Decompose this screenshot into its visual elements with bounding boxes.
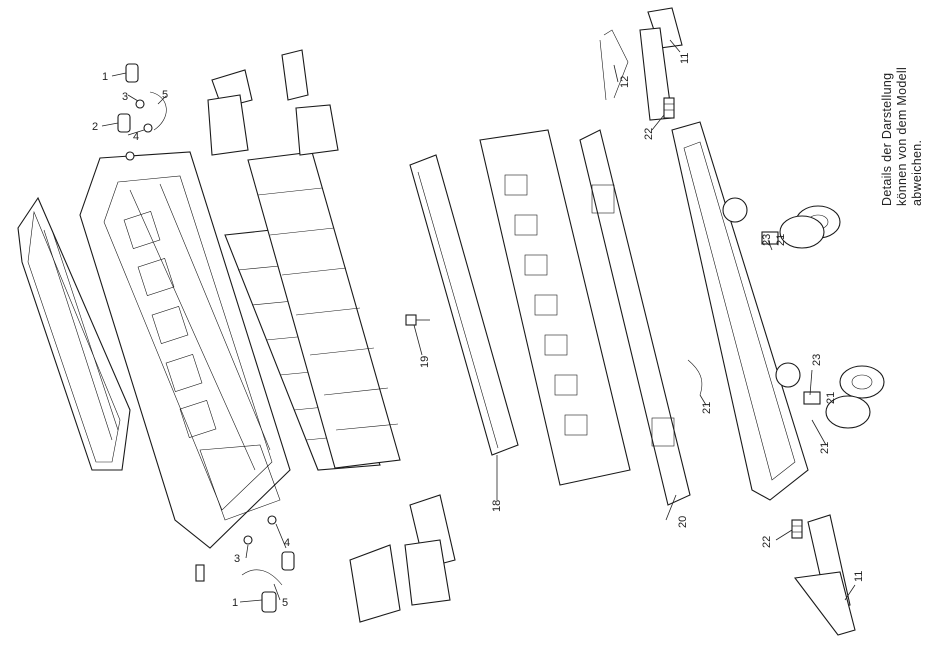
screw-part	[406, 315, 430, 325]
clip-part	[688, 360, 702, 395]
note-line-1: Details der Darstellung	[880, 73, 894, 206]
label-5-bottom: 5	[282, 597, 288, 609]
cab-top-part	[208, 50, 338, 155]
chassis-frame	[672, 122, 808, 500]
label-3-bottom: 3	[234, 553, 240, 565]
label-18: 18	[491, 500, 503, 512]
small-parts-top	[118, 64, 166, 160]
note-line-3: abweichen.	[910, 140, 924, 206]
label-22-top: 22	[643, 128, 655, 140]
wheelset-lower	[804, 366, 884, 428]
label-3-top: 3	[122, 91, 128, 103]
label-12: 12	[619, 76, 631, 88]
label-4-bottom: 4	[284, 537, 290, 549]
label-11-bottom: 11	[853, 571, 865, 582]
note-line-2: können von dem Modell	[895, 67, 909, 206]
disclaimer-note: Details der Darstellung können von dem M…	[880, 67, 924, 206]
label-21-right: 21	[825, 392, 837, 404]
label-2: 2	[92, 121, 98, 133]
coupler-bottom	[795, 515, 855, 635]
label-22-bottom: 22	[761, 536, 773, 548]
cab-bottom-part	[350, 495, 455, 622]
label-21-bottom: 21	[819, 442, 831, 454]
label-20: 20	[677, 516, 689, 528]
label-23-top: 23	[761, 234, 773, 246]
spring-bottom	[792, 520, 802, 538]
spring-top	[664, 98, 674, 118]
label-5-top: 5	[162, 89, 168, 101]
label-19: 19	[419, 356, 431, 368]
label-21-top: 21	[775, 234, 787, 246]
label-21-left: 21	[701, 402, 713, 414]
label-23-bottom: 23	[811, 354, 823, 366]
body-shell	[80, 152, 290, 548]
label-11-top: 11	[679, 53, 691, 64]
label-4-top: 4	[133, 131, 139, 143]
wheelset-upper	[762, 206, 840, 248]
label-1-top: 1	[102, 71, 108, 83]
label-1-bottom: 1	[232, 597, 238, 609]
